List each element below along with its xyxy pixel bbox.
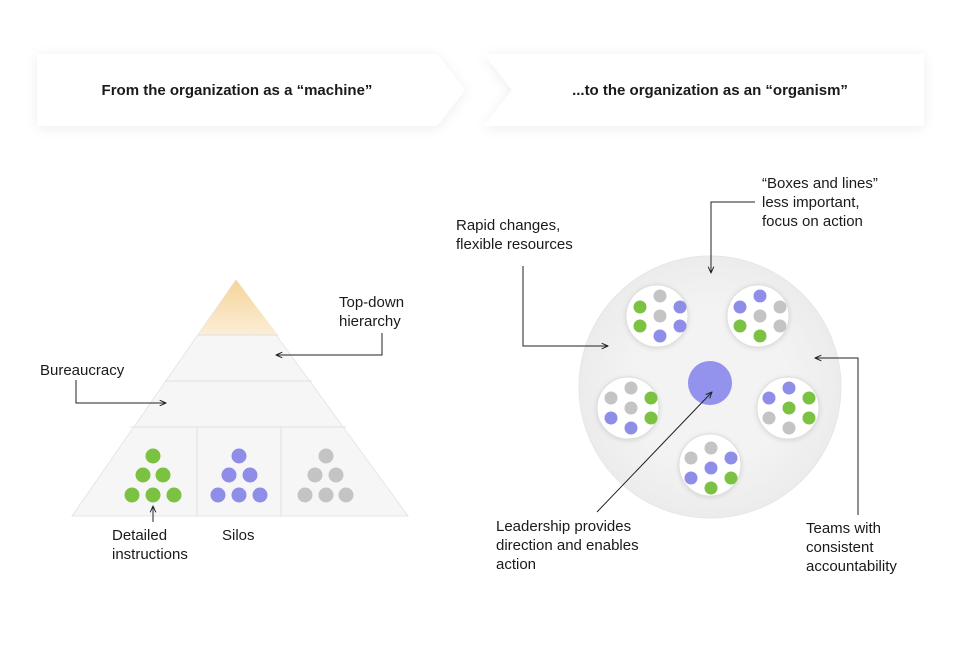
label-line: Rapid changes, xyxy=(456,217,561,234)
label-line: accountability xyxy=(806,558,897,575)
label-line: hierarchy xyxy=(339,313,401,330)
silo-green-dot xyxy=(145,487,161,503)
label-detailed-instructions: Detailed instructions xyxy=(112,526,188,564)
label-line: instructions xyxy=(112,546,188,563)
silo-gray-dot xyxy=(318,487,334,503)
silo-purple-dot xyxy=(231,448,247,464)
silo-green-dot xyxy=(166,487,182,503)
silo-purple-dot xyxy=(231,487,247,503)
team-circle-bottom xyxy=(678,433,742,497)
arrow-boxes-lines xyxy=(711,201,755,273)
label-line: Teams with xyxy=(806,520,882,537)
pyramid-apex xyxy=(198,280,278,335)
label-line: “Boxes and lines” xyxy=(762,175,878,192)
label-line: flexible resources xyxy=(456,236,573,253)
label-line: Leadership provides xyxy=(496,518,632,535)
label-line: focus on action xyxy=(762,213,863,230)
label-line: Detailed xyxy=(112,527,168,544)
label-leadership: Leadership provides direction and enable… xyxy=(496,517,639,574)
arrow-rapid-changes xyxy=(522,266,608,346)
team-circle-top-left xyxy=(625,284,689,348)
silo-green-dot xyxy=(124,487,140,503)
silo-gray-dot xyxy=(318,448,334,464)
arrow-leadership xyxy=(596,392,712,513)
leadership-center-circle xyxy=(688,361,732,405)
banner-left: From the organization as a “machine” xyxy=(37,54,437,126)
arrow-bureaucracy xyxy=(75,380,166,403)
silo-green-dot xyxy=(155,467,171,483)
team-circle-top-right xyxy=(726,284,790,348)
silo-gray-dot xyxy=(307,467,323,483)
label-line: less important, xyxy=(762,194,860,211)
banner-right-shape xyxy=(484,54,924,126)
silo-green xyxy=(124,448,182,503)
silo-purple-dot xyxy=(242,467,258,483)
label-silos: Silos xyxy=(222,527,255,544)
team-circle-left xyxy=(596,376,660,440)
label-line: action xyxy=(496,556,537,573)
banner-left-title: From the organization as a “machine” xyxy=(101,81,373,99)
banner-right-title: ...to the organization as an “organism” xyxy=(572,81,848,99)
silo-gray-dot xyxy=(297,487,313,503)
label-boxes-and-lines: “Boxes and lines” less important, focus … xyxy=(762,174,878,231)
silo-purple-dot xyxy=(252,487,268,503)
label-top-down-hierarchy: Top-down hierarchy xyxy=(339,293,404,331)
silo-gray-dot xyxy=(338,487,354,503)
silo-green-dot xyxy=(145,448,161,464)
silo-gray-dot xyxy=(328,467,344,483)
silo-purple xyxy=(210,448,268,503)
silo-purple-dot xyxy=(210,487,226,503)
label-rapid-changes: Rapid changes, flexible resources xyxy=(456,216,573,254)
banner-right: ...to the organization as an “organism” xyxy=(510,54,910,126)
label-teams-accountability: Teams with consistent accountability xyxy=(806,519,897,576)
silo-green-dot xyxy=(135,467,151,483)
arrow-teams xyxy=(815,358,859,515)
label-line: consistent xyxy=(806,539,874,556)
team-circle-right xyxy=(756,376,820,440)
label-line: direction and enables xyxy=(496,537,639,554)
arrow-top-down xyxy=(276,333,383,355)
silo-purple-dot xyxy=(221,467,237,483)
label-bureaucracy: Bureaucracy xyxy=(40,362,125,379)
label-line: Top-down xyxy=(339,294,405,311)
silo-gray xyxy=(297,448,354,503)
banner-left-shape xyxy=(37,54,465,126)
